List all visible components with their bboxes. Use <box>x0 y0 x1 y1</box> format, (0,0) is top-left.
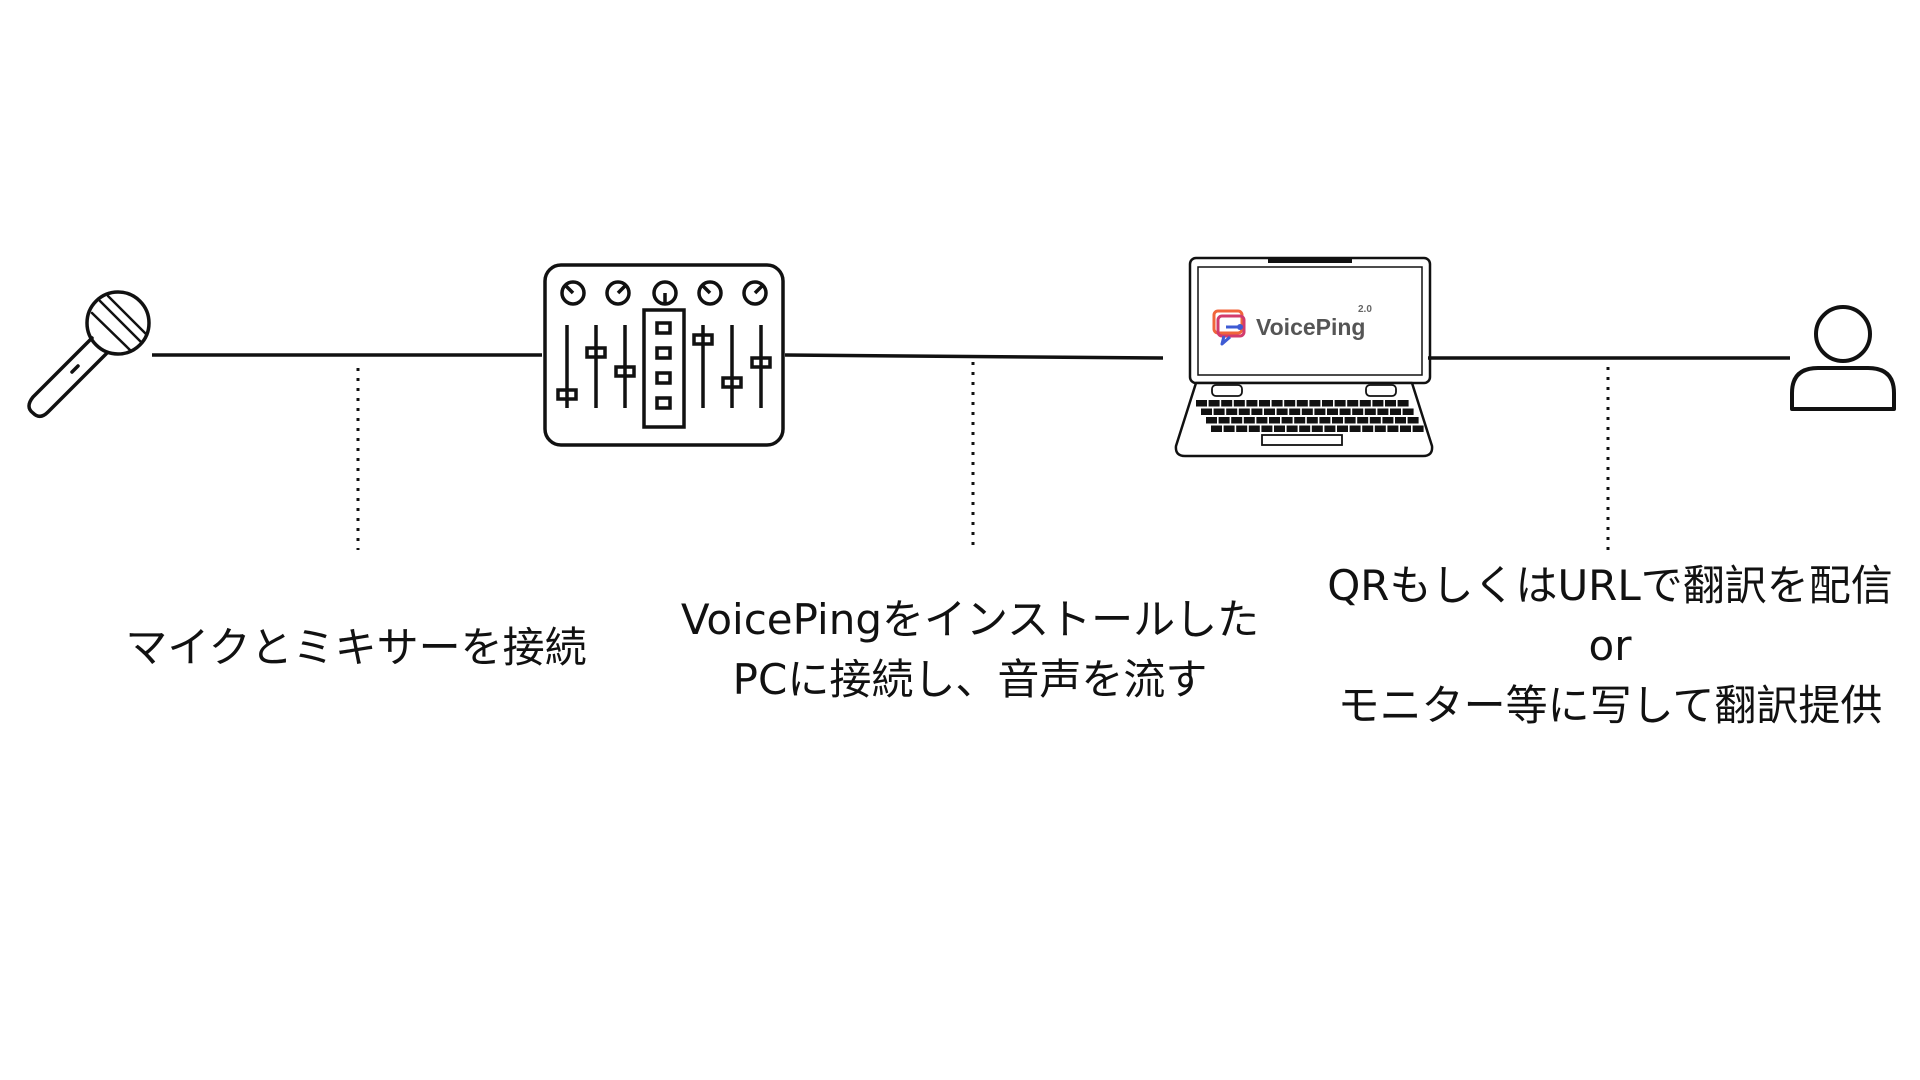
keyboard-key <box>1344 417 1356 424</box>
microphone-icon <box>27 290 151 418</box>
keyboard-key <box>1397 400 1409 407</box>
keyboard-key <box>1248 425 1260 432</box>
keyboard-key <box>1352 408 1364 415</box>
step-label-mic-mixer: マイクとミキサーを接続 <box>106 618 606 678</box>
keyboard-key <box>1412 425 1424 432</box>
keyboard-key <box>1332 417 1343 424</box>
keyboard-key <box>1294 417 1306 424</box>
keyboard-key <box>1400 425 1411 432</box>
keyboard-key <box>1387 425 1399 432</box>
keyboard-key <box>1349 425 1361 432</box>
keyboard-key <box>1256 417 1268 424</box>
step-label-delivery: QRもしくはURLで翻訳を配信 or モニター等に写して翻訳提供 <box>1300 556 1920 736</box>
keyboard-key <box>1347 400 1359 407</box>
keyboard-key <box>1402 408 1414 415</box>
keyboard-key <box>1322 400 1333 407</box>
label-line: PCに接続し、音声を流す <box>732 655 1208 704</box>
keyboard-key <box>1213 408 1225 415</box>
keyboard-key <box>1301 408 1313 415</box>
keyboard-key <box>1362 425 1374 432</box>
keyboard-key <box>1382 417 1394 424</box>
keyboard-key <box>1206 417 1217 424</box>
screen-logo-version: 2.0 <box>1358 304 1372 315</box>
label-line: QRもしくはURLで翻訳を配信 <box>1327 561 1893 610</box>
keyboard-key <box>1243 417 1255 424</box>
screen-logo-text: VoicePing <box>1256 314 1366 340</box>
keyboard-key <box>1390 408 1401 415</box>
keyboard-key <box>1309 400 1321 407</box>
keyboard-key <box>1289 408 1301 415</box>
keyboard-key <box>1374 425 1386 432</box>
keyboard-key <box>1324 425 1336 432</box>
keyboard-key <box>1407 417 1419 424</box>
keyboard-key <box>1259 400 1270 407</box>
keyboard-key <box>1372 400 1384 407</box>
keyboard-key <box>1276 408 1288 415</box>
voiceping-logo-icon <box>1212 309 1246 346</box>
keyboard-key <box>1296 400 1308 407</box>
keyboard-key <box>1364 408 1376 415</box>
label-line: VoicePingをインストールした <box>680 595 1260 644</box>
keyboard-key <box>1337 425 1348 432</box>
keyboard-key <box>1201 408 1212 415</box>
step-label-pc: VoicePingをインストールした PCに接続し、音声を流す <box>670 590 1270 710</box>
mixer-icon <box>543 263 785 447</box>
keyboard-key <box>1238 408 1250 415</box>
keyboard-key <box>1218 417 1230 424</box>
keyboard-key <box>1327 408 1338 415</box>
keyboard-key <box>1286 425 1298 432</box>
keyboard-key <box>1395 417 1406 424</box>
keyboard-key <box>1269 417 1280 424</box>
keyboard-key <box>1299 425 1311 432</box>
keyboard-key <box>1357 417 1369 424</box>
keyboard <box>1196 400 1424 432</box>
keyboard-key <box>1334 400 1346 407</box>
keyboard-key <box>1311 425 1323 432</box>
keyboard-key <box>1208 400 1220 407</box>
keyboard-key <box>1339 408 1351 415</box>
keyboard-key <box>1231 417 1243 424</box>
keyboard-key <box>1284 400 1296 407</box>
keyboard-key <box>1314 408 1326 415</box>
keyboard-key <box>1281 417 1293 424</box>
laptop-icon: VoicePing 2.0 <box>1174 256 1434 458</box>
person-icon <box>1790 305 1896 411</box>
keyboard-key <box>1377 408 1389 415</box>
keyboard-key <box>1264 408 1275 415</box>
keyboard-key <box>1261 425 1273 432</box>
connector-mixer-laptop <box>784 353 1164 360</box>
keyboard-key <box>1233 400 1245 407</box>
keyboard-key <box>1236 425 1248 432</box>
keyboard-key <box>1221 400 1233 407</box>
keyboard-key <box>1319 417 1331 424</box>
label-line: モニター等に写して翻訳提供 <box>1337 681 1883 730</box>
keyboard-key <box>1226 408 1238 415</box>
label-line: or <box>1588 621 1632 670</box>
keyboard-key <box>1211 425 1222 432</box>
keyboard-key <box>1223 425 1235 432</box>
keyboard-key <box>1271 400 1283 407</box>
keyboard-key <box>1359 400 1371 407</box>
keyboard-key <box>1306 417 1318 424</box>
keyboard-key <box>1251 408 1263 415</box>
keyboard-key <box>1196 400 1207 407</box>
keyboard-key <box>1274 425 1285 432</box>
label-line: マイクとミキサーを接続 <box>125 623 587 672</box>
keyboard-key <box>1246 400 1258 407</box>
keyboard-key <box>1369 417 1381 424</box>
keyboard-key <box>1385 400 1396 407</box>
